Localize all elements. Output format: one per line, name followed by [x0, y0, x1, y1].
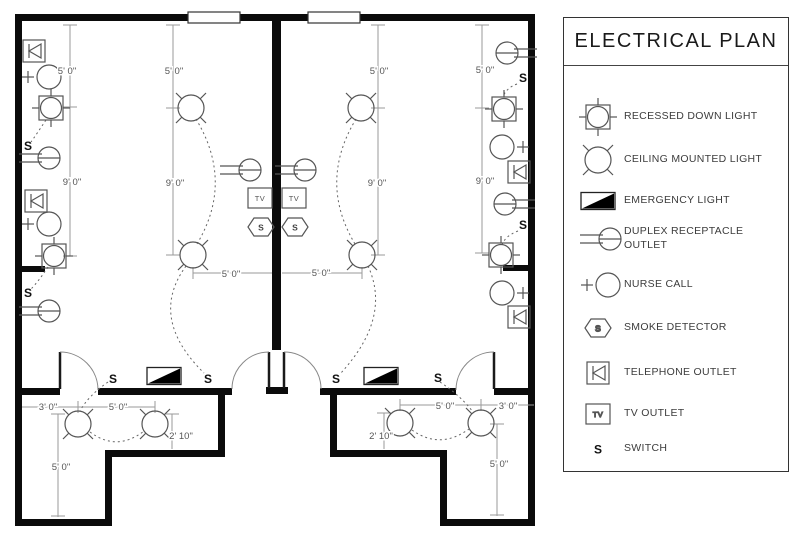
- telephone-outlet-icon: [507, 305, 531, 329]
- dimension-label: 2' 10": [169, 431, 193, 442]
- dimension-label: 9' 0": [476, 176, 494, 187]
- windows: [187, 11, 361, 24]
- switch-label: S: [594, 443, 602, 457]
- switch-label: S: [24, 139, 32, 153]
- nurse-call-icon: [21, 64, 62, 90]
- legend-row-emergency-light: EMERGENCY LIGHT: [572, 188, 780, 214]
- dimension-label: 5' 0": [490, 459, 508, 470]
- legend-label: TV OUTLET: [624, 407, 685, 420]
- legend-title: ELECTRICAL PLAN: [564, 18, 788, 66]
- emergency-light-icon: [146, 366, 182, 386]
- duplex-receptacle-icon: [18, 299, 61, 323]
- legend-row-smoke-detector: S SMOKE DETECTOR: [572, 315, 780, 341]
- ceiling-light-icon: [175, 92, 207, 124]
- doors: [58, 351, 496, 391]
- legend-row-switch: S SWITCH: [572, 439, 780, 459]
- dimension-label: 5' 0": [476, 65, 494, 76]
- duplex-receptacle-icon: [219, 158, 262, 182]
- legend-label: EMERGENCY LIGHT: [624, 194, 730, 207]
- duplex-receptacle-icon: [572, 221, 624, 257]
- ceiling-light-icon: [139, 408, 171, 440]
- legend-label: DUPLEX RECEPTACLE OUTLET: [624, 225, 744, 251]
- ceiling-light-icon: [465, 407, 497, 439]
- floor-plan: TV TV S S S S S S S S S S 5' 0" 9' 0" 5'…: [15, 11, 538, 526]
- door-swing-arc: [455, 351, 495, 391]
- recessed-down-light-icon: [31, 88, 71, 128]
- door-swing-arc: [283, 351, 322, 390]
- legend-row-ceiling-mounted-light: CEILING MOUNTED LIGHT: [572, 140, 780, 180]
- tv-outlet-label: TV: [255, 194, 266, 203]
- switch-label: S: [332, 372, 340, 386]
- ceiling-light-icon: [62, 408, 94, 440]
- tv-outlet-label: TV: [289, 194, 300, 203]
- emergency-light-icon: [572, 188, 624, 214]
- switch-wiring: [30, 83, 519, 443]
- switch-label: S: [24, 286, 32, 300]
- switch-label: S: [519, 71, 527, 85]
- telephone-outlet-icon: [572, 358, 624, 388]
- switch-label-icon: S: [572, 439, 624, 459]
- switch-label: S: [434, 371, 442, 385]
- smoke-detector-icon: S: [572, 315, 624, 341]
- recessed-down-light-icon: [484, 89, 524, 129]
- telephone-outlet-icon: [22, 39, 46, 63]
- dimension-label: 5' 0": [436, 401, 454, 412]
- dimension-label: 9' 0": [166, 178, 184, 189]
- legend-label: SMOKE DETECTOR: [624, 321, 727, 334]
- wall-segments: [15, 14, 535, 526]
- dimension-label: 5' 0": [312, 268, 330, 279]
- telephone-outlet-icon: [24, 189, 48, 213]
- dimension-label: 5' 0": [58, 66, 76, 77]
- dimension-label: 3' 0": [39, 402, 57, 413]
- duplex-receptacle-icon: [274, 158, 317, 182]
- dimension-label: 5' 0": [52, 462, 70, 473]
- switch-label: S: [109, 372, 117, 386]
- ceiling-light-icon: [572, 140, 624, 180]
- symbol-labels: TV TV S S S S S S S S S S: [24, 71, 527, 386]
- window: [187, 11, 241, 24]
- dimension-label: 2' 10": [369, 431, 393, 442]
- ceiling-light-icon: [177, 239, 209, 271]
- dimension-label: 9' 0": [368, 178, 386, 189]
- legend-row-telephone-outlet: TELEPHONE OUTLET: [572, 358, 780, 388]
- emergency-light-icon: [363, 366, 399, 386]
- recessed-down-light-icon: [572, 96, 624, 138]
- dimension-label: 5' 0": [222, 269, 240, 280]
- legend-panel: ELECTRICAL PLAN RECESSED DOWN LIGHT CEIL…: [563, 17, 789, 472]
- door-swing-arc: [59, 351, 99, 391]
- telephone-outlet-icon: [507, 160, 531, 184]
- tv-outlet-icon: TV: [572, 400, 624, 428]
- legend-row-recessed-down-light: RECESSED DOWN LIGHT: [572, 96, 780, 138]
- legend-label: RECESSED DOWN LIGHT: [624, 110, 758, 123]
- dimension-labels: 5' 0" 9' 0" 5' 0" 9' 0" 5' 0" 9' 0" 5' 0…: [37, 64, 518, 475]
- door-swing-arc: [231, 351, 270, 390]
- dimension-lines: [22, 24, 534, 517]
- smoke-detector-label: S: [595, 324, 601, 334]
- smoke-detector-label: S: [292, 223, 298, 233]
- dimension-label: 5' 0": [109, 402, 127, 413]
- legend-label: NURSE CALL: [624, 278, 693, 291]
- switch-label: S: [519, 218, 527, 232]
- smoke-detector-label: S: [258, 223, 264, 233]
- nurse-call-icon: [489, 134, 530, 160]
- dimension-label: 9' 0": [63, 177, 81, 188]
- legend-row-duplex-receptacle: DUPLEX RECEPTACLE OUTLET: [572, 221, 780, 257]
- nurse-call-icon: [572, 269, 624, 301]
- legend-row-tv-outlet: TV TV OUTLET: [572, 400, 780, 428]
- dimension-label: 5' 0": [165, 66, 183, 77]
- dimension-label: 5' 0": [370, 66, 388, 77]
- legend-label: SWITCH: [624, 442, 668, 455]
- legend-label: CEILING MOUNTED LIGHT: [624, 153, 763, 166]
- switch-label: S: [204, 372, 212, 386]
- window: [307, 11, 361, 24]
- legend-label: TELEPHONE OUTLET: [624, 366, 737, 379]
- dimension-label: 3' 0": [499, 401, 517, 412]
- legend-row-nurse-call: NURSE CALL: [572, 269, 780, 301]
- nurse-call-icon: [489, 280, 530, 306]
- tv-outlet-label: TV: [593, 410, 604, 419]
- nurse-call-icon: [21, 211, 62, 237]
